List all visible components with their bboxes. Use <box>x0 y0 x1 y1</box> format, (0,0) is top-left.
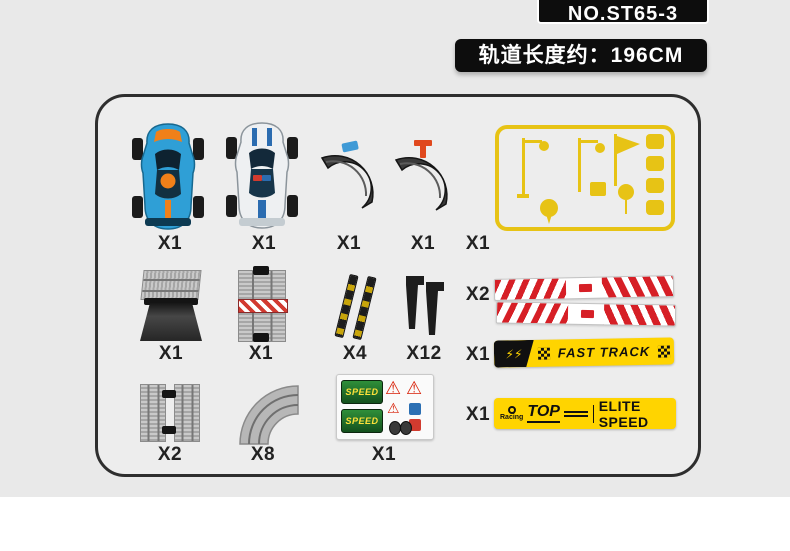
barrier-stripes-right <box>601 276 674 298</box>
square-sticker <box>409 419 421 431</box>
elite-banner-emblem: Racing <box>500 406 523 421</box>
barrier-strip <box>495 301 677 327</box>
lightning-icon: ⚡ <box>513 346 523 361</box>
track-joiner <box>162 426 176 434</box>
riser-base <box>140 303 202 341</box>
qty-spoiler-a: X1 <box>336 233 362 254</box>
fast-track-banner: ⚡⚡ FAST TRACK <box>493 337 675 368</box>
white-race-car-icon <box>226 122 298 229</box>
qty-spoiler-b: X1 <box>410 233 436 254</box>
checker-flag-icon <box>537 347 551 360</box>
qty-clips: X12 <box>406 343 442 364</box>
qty-strips: X4 <box>342 343 368 364</box>
warning-sign-sticker-icon: ⚠ <box>406 378 423 398</box>
track-clips-icon <box>406 276 444 335</box>
spoiler-wing-blue-clip <box>316 140 378 222</box>
riser-track-piece <box>140 270 202 342</box>
elite-banner-label: ELITE SPEED <box>598 397 649 430</box>
riser-rim <box>144 298 198 305</box>
track-length-badge: 轨道长度约：196CM <box>455 39 707 72</box>
round-sticker <box>400 421 412 435</box>
fast-track-banner-label: FAST TRACK <box>557 343 651 361</box>
blue-race-car <box>128 122 208 232</box>
track-joiner <box>162 390 176 398</box>
qty-sticker-sheet: X1 <box>371 444 397 465</box>
connector-stripe <box>238 299 288 313</box>
model-number-badge: NO.ST65-3 <box>537 0 709 25</box>
connector-tab-bottom <box>253 333 269 342</box>
qty-elite-banner: X1 <box>465 404 491 425</box>
elite-banner-sub: Racing <box>500 414 524 421</box>
qty-connector: X1 <box>248 343 274 364</box>
qty-sprue: X1 <box>465 233 491 254</box>
sticker-sheet: SPEED SPEED ⚠ ⚠ ⚠ <box>336 374 434 440</box>
straight-track <box>174 384 200 442</box>
barrier-stripes-right <box>603 304 676 326</box>
barrier-strip <box>493 275 675 301</box>
white-race-car <box>222 120 302 232</box>
riser-track-surface <box>140 270 202 300</box>
spoiler-wing-icon <box>394 140 448 211</box>
qty-riser: X1 <box>158 343 184 364</box>
qty-straight-tracks: X2 <box>157 444 183 465</box>
footer-strip <box>0 497 790 551</box>
barrier-center-mark <box>578 283 592 293</box>
qty-white-car: X1 <box>251 233 277 254</box>
straight-track-pieces <box>138 384 202 442</box>
blue-race-car-icon <box>132 123 204 230</box>
barrier-stripes-left <box>494 278 567 300</box>
curved-track-piece <box>220 380 304 446</box>
lightning-icon: ⚡ <box>505 346 515 361</box>
barrier-strips <box>493 275 677 327</box>
hazard-strips <box>334 273 380 341</box>
elite-banner-brand: TOP <box>527 404 560 423</box>
spoiler-wing-red-clip <box>390 140 452 222</box>
qty-fast-banner: X1 <box>465 344 491 365</box>
connector-tab-top <box>253 266 269 275</box>
speed-sticker: SPEED <box>341 380 383 404</box>
spoiler-wing-icon <box>320 140 374 209</box>
wheel-icon <box>507 406 516 414</box>
track-clips <box>402 274 446 338</box>
checker-flag-icon <box>657 345 671 358</box>
warning-sign-sticker-icon: ⚠ <box>385 378 402 398</box>
elite-banner-fineprint <box>563 410 588 417</box>
qty-barriers: X2 <box>465 284 491 305</box>
connector-track-piece <box>230 266 292 344</box>
straight-track <box>140 384 166 442</box>
accessory-sprue <box>494 124 676 232</box>
barrier-center-mark <box>580 309 594 319</box>
accessory-sprue-icon <box>495 125 675 231</box>
speed-sticker: SPEED <box>341 409 383 433</box>
square-sticker <box>409 403 421 415</box>
divider <box>592 404 594 423</box>
elite-speed-banner: Racing TOP ELITE SPEED <box>494 397 676 430</box>
curved-track-icon <box>239 385 299 445</box>
fast-track-banner-left: ⚡⚡ <box>494 340 534 368</box>
barrier-stripes-left <box>496 302 569 324</box>
qty-blue-car: X1 <box>157 233 183 254</box>
qty-curved-track: X8 <box>250 444 276 465</box>
warning-sign-sticker-icon: ⚠ <box>387 400 400 416</box>
